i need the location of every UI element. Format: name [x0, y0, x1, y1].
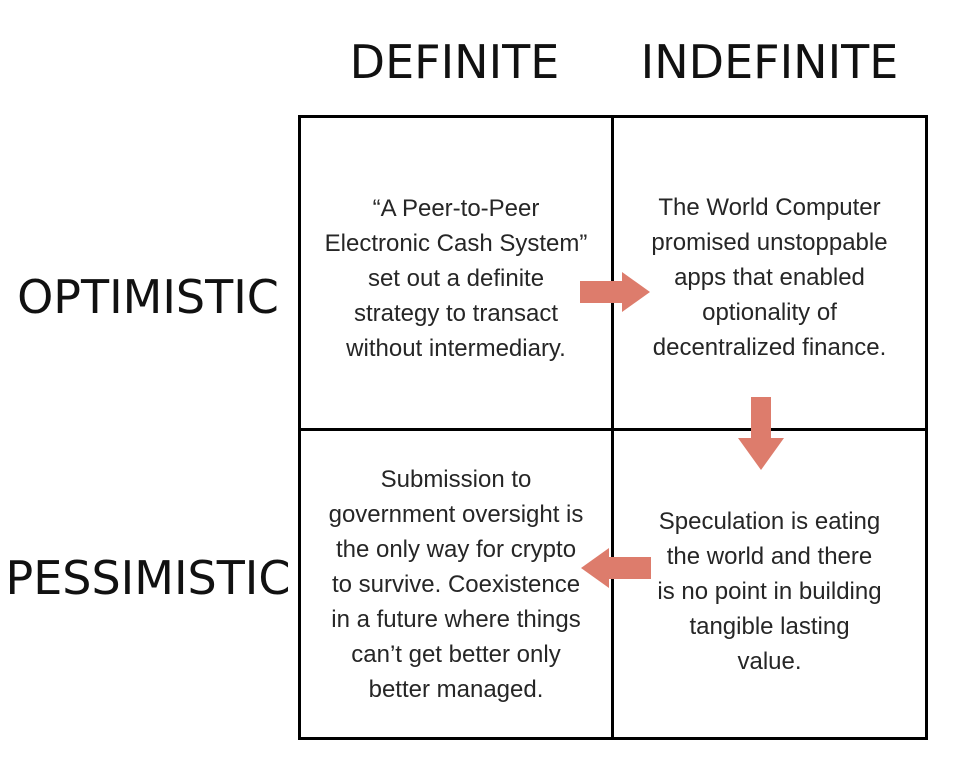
row-label-optimistic: OPTIMISTIC: [17, 270, 279, 324]
column-header-definite: DEFINITE: [349, 35, 560, 89]
grid-horizontal-divider: [301, 428, 925, 431]
quadrant-definite-pessimistic-text: Submission to government oversight is th…: [328, 465, 584, 703]
quadrant-definite-optimistic-text: “A Peer-to-Peer Electronic Cash System” …: [324, 194, 588, 362]
quadrant-indefinite-pessimistic-text: Speculation is eating the world and ther…: [657, 507, 882, 675]
row-label-pessimistic: PESSIMISTIC: [5, 551, 291, 605]
arrow-left-icon: [579, 546, 651, 590]
column-header-indefinite: INDEFINITE: [640, 35, 899, 89]
matrix-grid: “A Peer-to-Peer Electronic Cash System” …: [298, 115, 928, 740]
grid-vertical-divider: [611, 118, 614, 737]
arrow-right-icon: [580, 270, 652, 314]
quadrant-definite-optimistic: “A Peer-to-Peer Electronic Cash System” …: [301, 118, 611, 428]
arrow-down-icon: [737, 397, 785, 471]
quadrant-indefinite-pessimistic: Speculation is eating the world and ther…: [614, 431, 925, 737]
quadrant-definite-pessimistic: Submission to government oversight is th…: [301, 431, 611, 737]
quadrant-indefinite-optimistic-text: The World Computer promised unstoppable …: [651, 193, 888, 361]
quadrant-indefinite-optimistic: The World Computer promised unstoppable …: [614, 118, 925, 428]
